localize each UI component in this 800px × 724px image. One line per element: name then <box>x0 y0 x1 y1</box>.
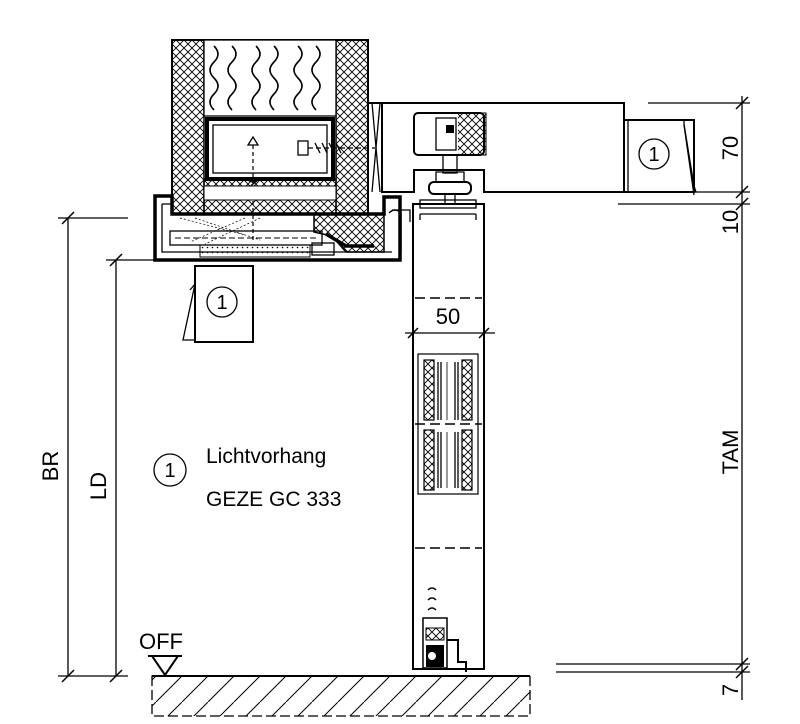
floor-marker-triangle <box>150 655 180 677</box>
callout-right: 1 <box>627 120 697 196</box>
dim-gap-top: 10 <box>718 210 743 234</box>
dim-door-width: 50 <box>436 304 460 329</box>
dim-br-label: BR <box>38 451 63 482</box>
track-housing <box>368 102 750 205</box>
legend-line1: Lichtvorhang <box>206 445 326 468</box>
wall-board-left <box>171 39 205 215</box>
dim-tam-label: TAM <box>718 430 743 475</box>
legend-line2: GEZE GC 333 <box>206 488 341 511</box>
floor-hatch <box>151 675 531 717</box>
dim-ld-label: LD <box>86 472 111 500</box>
legend-marker <box>153 453 187 487</box>
frame-profile <box>153 194 411 262</box>
dimension-br: BR <box>38 211 128 683</box>
dim-gap-bottom: 7 <box>718 684 743 696</box>
callout-number-left: 1 <box>216 292 227 314</box>
legend: 1 Lichtvorhang GEZE GC 333 <box>153 445 341 511</box>
floor-guide <box>422 587 467 672</box>
wall-section <box>171 39 375 240</box>
wall-board-right <box>335 39 369 215</box>
floor: OFF <box>139 629 531 717</box>
door-leaf <box>405 199 495 672</box>
fixing-screw-horizontal <box>297 140 375 156</box>
light-curtain-strip <box>199 244 311 258</box>
floor-label: OFF <box>139 629 183 654</box>
dimension-right: 70 10 TAM 7 <box>556 96 750 700</box>
glazing-upper <box>423 359 473 421</box>
seal-block <box>313 213 385 253</box>
dim-top-height: 70 <box>718 136 743 160</box>
insulation-pattern <box>209 45 321 111</box>
legend-marker-number: 1 <box>164 460 175 482</box>
glazing-lower <box>423 429 473 491</box>
callout-left: 1 <box>182 265 254 343</box>
steel-tube <box>205 117 335 181</box>
dimension-ld: LD <box>86 253 160 683</box>
callout-number-right: 1 <box>648 144 659 166</box>
